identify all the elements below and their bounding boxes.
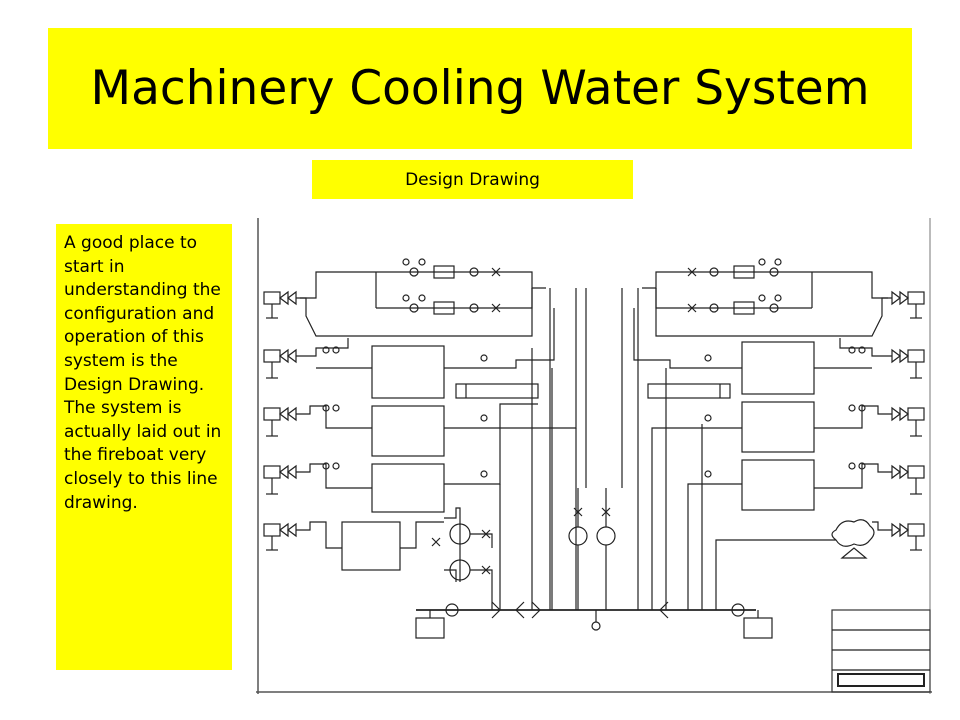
center-pumps	[568, 288, 623, 610]
left-circulating-pumps	[431, 523, 493, 610]
slide-subtitle: Design Drawing	[405, 169, 540, 190]
left-branches	[296, 288, 577, 610]
description-box: A good place to start in understanding t…	[56, 224, 232, 670]
title-block	[831, 609, 931, 693]
right-branches	[633, 288, 892, 610]
piping-diagram	[256, 218, 932, 694]
right-pump-column	[891, 290, 925, 551]
main-header	[415, 601, 773, 639]
left-heat-exchangers	[341, 345, 539, 571]
design-drawing	[256, 218, 932, 694]
right-top-loop	[642, 258, 888, 315]
subtitle-banner: Design Drawing	[312, 160, 633, 199]
description-paragraph-1: A good place to start in understanding t…	[64, 233, 221, 395]
left-pump-column	[263, 290, 297, 551]
left-top-loop	[300, 258, 546, 315]
pressure-gauges	[322, 346, 866, 478]
title-banner: Machinery Cooling Water System	[48, 28, 912, 149]
description-paragraph-2: The system is actually laid out in the f…	[64, 398, 222, 513]
right-heat-exchangers	[647, 341, 875, 559]
slide-title: Machinery Cooling Water System	[90, 61, 870, 116]
